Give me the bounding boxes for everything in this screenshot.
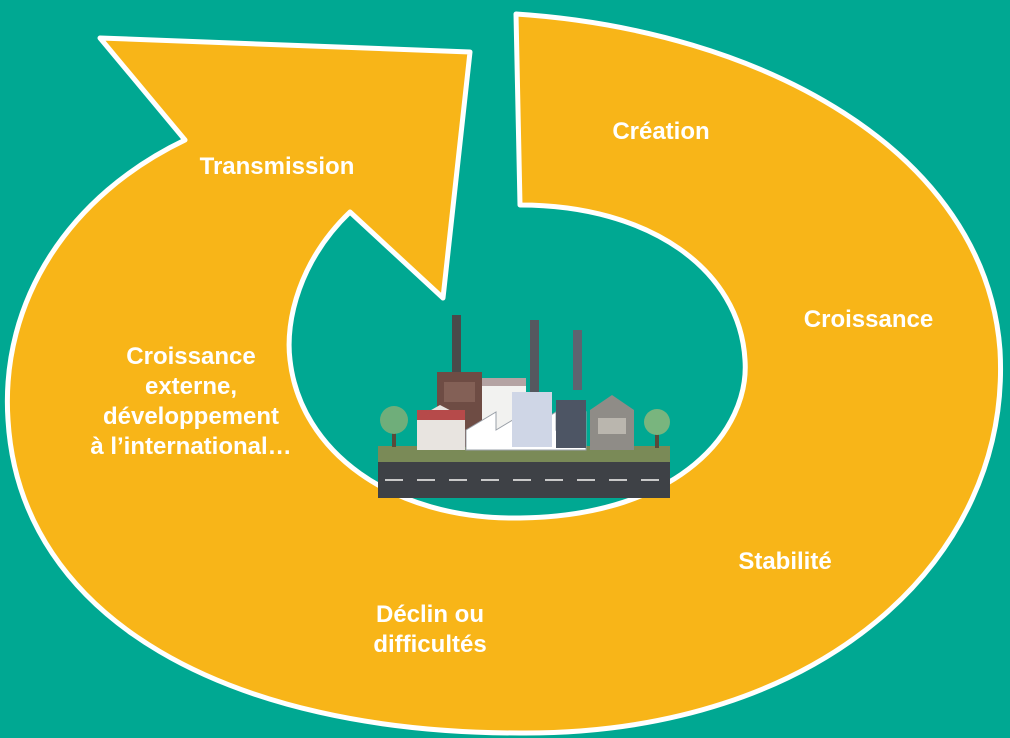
factory-hall-roof [482, 378, 526, 386]
factory-chimney-1 [452, 315, 461, 375]
factory-tree-trunk-right [655, 428, 659, 448]
factory-building-dark [556, 400, 586, 448]
cycle-arrow-shape [4, 11, 1004, 736]
factory-tree-right [644, 409, 670, 435]
label-stabilite: Stabilité [738, 548, 832, 575]
factory-tree-trunk-left [392, 425, 396, 447]
label-croissance: Croissance [803, 306, 934, 333]
label-transmission: Transmission [199, 153, 355, 180]
label-croissance-externe: Croissance externe, développement à l’in… [90, 343, 292, 460]
factory-chimney-2 [530, 320, 539, 400]
factory-illustration [378, 315, 670, 498]
factory-tower-windows [444, 382, 475, 402]
factory-house-right-windows [598, 418, 626, 434]
label-creation: Création [612, 118, 710, 145]
factory-house-left-roof [417, 410, 465, 420]
factory-tree-left [380, 406, 408, 434]
factory-building-blue [512, 392, 552, 447]
label-declin-difficultes: Déclin ou difficultés [373, 601, 487, 658]
factory-chimney-3 [573, 330, 582, 390]
